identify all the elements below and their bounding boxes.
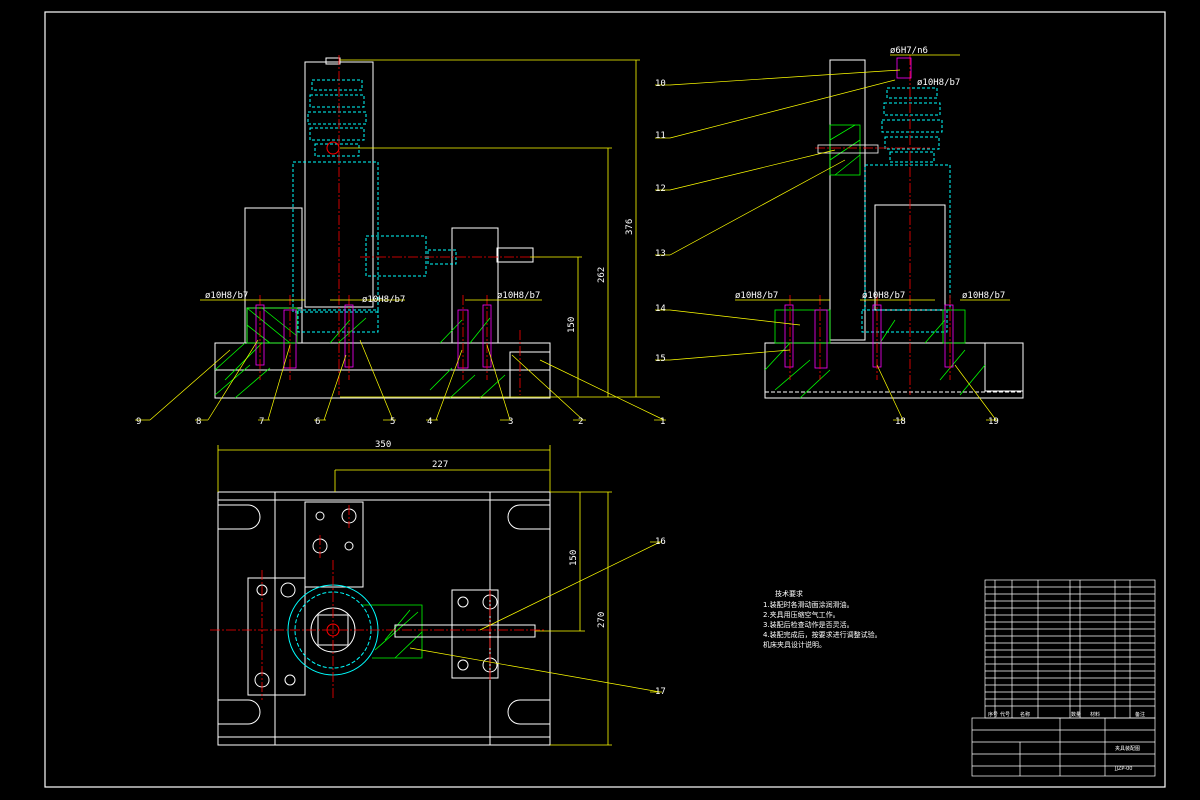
fit-label: ø10H8/b7 <box>205 291 248 301</box>
fit-label: ø10H8/b7 <box>962 291 1005 301</box>
fit-label: ø10H8/b7 <box>862 291 905 301</box>
dim-offset: 227 <box>432 460 448 470</box>
bom-header-cell: 数量 <box>1071 711 1081 718</box>
side-hidden-lines <box>861 87 951 333</box>
balloon-11: 11 <box>655 131 666 141</box>
tech-note-line: 3.装配后检查动作是否灵活。 <box>763 620 854 629</box>
front-dimensions <box>200 59 660 398</box>
parts-list-table <box>971 579 1156 777</box>
balloon-6: 6 <box>315 417 320 427</box>
fit-label: ø10H8/b7 <box>917 78 960 88</box>
dim-center: 150 <box>569 550 579 566</box>
drawing-title: 夹具装配图 <box>1115 745 1140 752</box>
drawing-number: JJZP-00 <box>1114 766 1132 772</box>
balloon-1: 1 <box>660 417 665 427</box>
fit-label: ø10H8/b7 <box>497 291 540 301</box>
balloon-9: 9 <box>136 417 141 427</box>
balloon-18: 18 <box>895 417 906 427</box>
balloon-15: 15 <box>655 354 666 364</box>
bom-header-cell: 序号 <box>988 711 998 718</box>
top-center-lines <box>210 505 545 700</box>
tech-note-line: 机床夹具设计说明。 <box>763 640 826 649</box>
drawing-frame <box>44 11 1166 788</box>
balloon-8: 8 <box>196 417 201 427</box>
top-clamp-hatch <box>362 604 423 659</box>
front-pin-icon <box>326 141 340 155</box>
tech-note-line: 1.装配时各滑动面涂润滑油。 <box>763 600 854 609</box>
balloon-7: 7 <box>259 417 264 427</box>
balloon-14: 14 <box>655 304 666 314</box>
bom-header-cell: 名称 <box>1020 711 1030 718</box>
tech-note-line: 4.装配完成后，按要求进行调整试验。 <box>763 630 882 639</box>
fit-label: ø10H8/b7 <box>735 291 778 301</box>
tech-note-line: 2.夹具用压缩空气工作。 <box>763 610 840 619</box>
bom-header-cell: 代号 <box>1000 711 1010 718</box>
dim-cylinder-axis: 262 <box>597 267 607 283</box>
front-section-hatch <box>214 307 506 399</box>
side-pin <box>817 144 879 154</box>
tech-notes-title: 技术要求 <box>775 589 803 598</box>
front-leaders <box>135 339 666 421</box>
balloon-3: 3 <box>508 417 513 427</box>
fit-label: ø10H8/b7 <box>362 295 405 305</box>
dim-width: 350 <box>375 440 391 450</box>
balloon-2: 2 <box>578 417 583 427</box>
side-section-hatch <box>764 124 986 399</box>
balloon-10: 10 <box>655 79 666 89</box>
top-leaders <box>409 541 662 693</box>
balloon-13: 13 <box>655 249 666 259</box>
balloon-4: 4 <box>427 417 432 427</box>
dim-depth: 270 <box>597 612 607 628</box>
dim-total-height: 376 <box>625 219 635 235</box>
balloon-16: 16 <box>655 537 666 547</box>
side-dimensions <box>735 54 1010 301</box>
balloon-12: 12 <box>655 184 666 194</box>
side-top-pin <box>896 57 912 79</box>
fit-label: ø6H7/n6 <box>890 46 928 56</box>
balloon-17: 17 <box>655 687 666 697</box>
side-center-lines <box>789 55 951 395</box>
bom-header-cell: 材料 <box>1090 711 1100 718</box>
balloon-5: 5 <box>390 417 395 427</box>
bom-header-cell: 备注 <box>1135 711 1145 718</box>
top-dimensions <box>217 445 612 746</box>
dim-rod-axis: 150 <box>567 317 577 333</box>
balloon-19: 19 <box>988 417 999 427</box>
side-leaders <box>655 69 998 421</box>
